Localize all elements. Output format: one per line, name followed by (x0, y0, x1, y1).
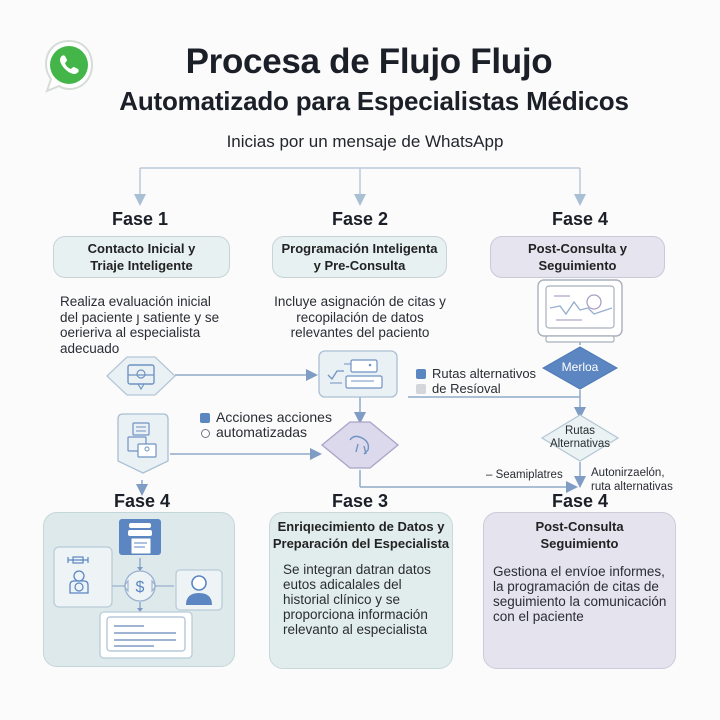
triage-diamond[interactable] (105, 355, 177, 397)
svg-text:$: $ (136, 579, 145, 596)
phase-3-title: Enriqıecimiento de Datos y Preparación d… (270, 518, 452, 552)
phase-box-programacion[interactable]: Programación Inteligenta y Pre-Consulta (272, 236, 447, 278)
phase-label-4-top: Fase 4 (551, 209, 609, 229)
phase-2-description: Incluye asignación de citas y recopilaci… (262, 294, 458, 341)
legend-item: automatizadas (200, 425, 332, 440)
auto-route-label-line: ruta alternativas (591, 481, 673, 493)
phase-4-post-consulta-card[interactable]: Post-Consulta Seguimiento Gestiona el en… (483, 512, 676, 669)
card-body-line: la programación de citas de (493, 579, 659, 594)
page-title-line2: Automatizado para Especialistas Médicos (119, 86, 629, 116)
card-title-line: Preparación del Especialista (272, 536, 450, 551)
legend-label: Rutas alternativos (432, 366, 537, 381)
phase-1-description: Realiza evaluación inicial del paciente … (60, 294, 260, 356)
legend-item: de Resíoval (416, 381, 536, 396)
card-body-line: Se integran datran datos (283, 562, 431, 577)
alt-routes-diamond[interactable]: Rutas Alternativas (540, 413, 620, 463)
report-icon (99, 611, 193, 659)
description-line: Incluye asignación de citas y (274, 294, 446, 309)
auto-route-label: Autonirzaelón, ruta alternativas (591, 466, 673, 494)
legend-label: Acciones acciones (216, 409, 332, 425)
legend-swatch-gray (416, 384, 426, 394)
scheduling-node[interactable] (318, 350, 398, 398)
phase-3-card[interactable]: Enriqıecimiento de Datos y Preparación d… (269, 512, 453, 669)
merge-diamond[interactable]: Merloa (541, 345, 619, 391)
phase-box-title-line: y Pre-Consulta (313, 258, 406, 273)
phase-box-title-line: Seguimiento (538, 258, 617, 273)
dollar-icon: $ (123, 570, 157, 602)
phase-box-title-line: Triaje Inteligente (90, 258, 193, 273)
legend-acciones: Acciones acciones automatizadas (200, 410, 332, 440)
alt-routes-label-line: Alternativas (549, 438, 611, 450)
description-line: del paciente ȷ satiente y se (60, 309, 220, 325)
card-title-line: Post-Consulta (535, 519, 624, 534)
card-body-line: relevanto al especialista (283, 622, 428, 637)
people-icon (53, 546, 113, 608)
monitor-chart-icon (536, 278, 624, 344)
legend-marker-circle (201, 429, 210, 438)
description-line: relevantes del paciento (290, 325, 430, 340)
phase-4-body: Gestiona el envíoe informes, la programa… (493, 564, 675, 624)
phase-4-title: Post-Consulta Seguimiento (484, 518, 675, 552)
whatsapp-icon (42, 38, 96, 94)
card-body-line: proporciona información (283, 607, 428, 622)
alt-routes-label: Rutas Alternativas (540, 425, 620, 451)
card-body-line: Gestiona el envíoe informes, (493, 564, 665, 579)
phase-label-4-bottom-right: Fase 4 (551, 491, 609, 511)
page-title: Procesa de Flujo Flujo (185, 42, 553, 81)
card-body-line: seguimiento la comunicación (493, 594, 667, 609)
card-body-line: con el paciente (493, 609, 584, 624)
card-body-line: historial clínico y se (283, 592, 401, 607)
legend-rutas: Rutas alternativos de Resíoval (416, 366, 536, 396)
page-subtitle: Inicias por un mensaje de WhatsApp (226, 132, 504, 151)
document-stack-icon (119, 519, 161, 555)
card-title-line: Seguimiento (540, 536, 619, 551)
user-icon (175, 569, 223, 611)
alt-routes-label-line: Rutas (564, 425, 596, 437)
phase-box-title-line: Programación Inteligenta (281, 241, 438, 256)
phase-4-icons-card[interactable]: $ (43, 512, 235, 667)
top-distribution-lines (134, 167, 586, 206)
phase-box-contacto-inicial[interactable]: Contacto Inicial y Triaje Inteligente (53, 236, 230, 278)
legend-item: Rutas alternativos (416, 366, 536, 381)
legend-label: automatizadas (216, 424, 308, 440)
merge-diamond-label: Merloa (561, 360, 599, 374)
description-line: Realiza evaluación inicial (60, 294, 211, 309)
description-line: adecuado (60, 340, 120, 356)
legend-item: Acciones acciones (200, 410, 332, 425)
phase-label-2: Fase 2 (331, 209, 389, 229)
auto-route-label-line: Autonirzaelón, (591, 467, 665, 479)
seam-label: – Seamiplatres (486, 469, 563, 481)
legend-swatch-square (200, 413, 210, 423)
card-body-line: eutos adicalales del (283, 577, 402, 592)
phase-3-body: Se integran datran datos eutos adicalale… (283, 562, 452, 637)
actions-node[interactable] (117, 413, 169, 475)
phase-box-title-line: Post-Consulta y (528, 241, 627, 256)
card-title-line: Enriqıecimiento de Datos y (277, 519, 445, 534)
phase-label-3: Fase 3 (331, 491, 389, 511)
description-line: recopilación de datos (296, 309, 424, 325)
legend-swatch-blue (416, 369, 426, 379)
legend-label: de Resíoval (432, 381, 501, 396)
phase-box-post-consulta[interactable]: Post-Consulta y Seguimiento (490, 236, 665, 278)
phase-label-1: Fase 1 (111, 209, 169, 229)
description-line: oerieriva al especialista (60, 325, 201, 340)
phase-label-4-bottom-left: Fase 4 (113, 491, 171, 511)
phase-box-title-line: Contacto Inicial y (87, 241, 196, 256)
automation-diamond[interactable] (320, 420, 400, 470)
